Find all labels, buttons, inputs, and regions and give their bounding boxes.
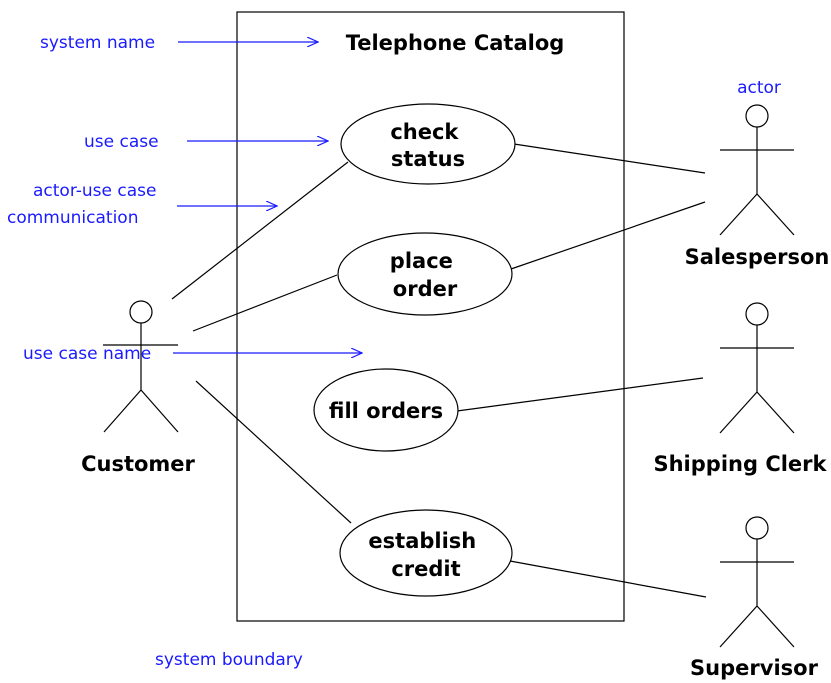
line-salesperson-place-order [510, 201, 706, 270]
actor-head [745, 516, 769, 540]
use-case-ellipse [337, 232, 513, 316]
actor-head [745, 104, 769, 128]
use-case-label: check status [390, 120, 465, 171]
system-boundary-box [236, 11, 625, 622]
actor-leg-left [719, 605, 758, 648]
label-line: fill orders [329, 399, 443, 423]
actor-leg-left [719, 193, 758, 236]
actor-name: Shipping Clerk [653, 452, 827, 476]
use-case-label: place order [390, 249, 460, 301]
line-salesperson-check-status [513, 143, 706, 174]
annotation-use-case: use case [84, 132, 159, 152]
actor-salesperson: Salesperson [685, 104, 830, 269]
communication-lines [171, 143, 707, 598]
actor-name: Salesperson [685, 245, 830, 269]
use-case-check-status: check status [340, 103, 516, 185]
label-line: establish [368, 529, 476, 553]
label-line: credit [391, 557, 460, 581]
label-line: status [391, 147, 465, 171]
actor-shipping-clerk: Shipping Clerk [653, 302, 828, 476]
line-customer-check-status [171, 161, 349, 300]
actor-leg-right [756, 391, 795, 434]
label-line: order [393, 277, 458, 301]
use-case-fill-orders: fill orders [313, 368, 459, 452]
use-case-ellipse [313, 368, 459, 452]
actor-name: Supervisor [690, 656, 819, 680]
use-case-establish-credit: establish credit [339, 509, 513, 597]
annotation-system-name: system name [40, 33, 155, 53]
line-customer-place-order [192, 274, 338, 332]
annotation-line: actor-use case [33, 181, 156, 201]
use-case-label: establish credit [368, 529, 483, 581]
annotation-actor: actor [737, 78, 781, 98]
actor-name: Customer [81, 452, 195, 476]
system-name-title: Telephone Catalog [346, 31, 565, 55]
use-case-ellipse [340, 103, 516, 185]
label-line: place [390, 249, 453, 273]
use-case-ellipse [339, 509, 513, 597]
annotation-use-case-name: use case name [23, 344, 151, 364]
annotation-system-boundary: system boundary [155, 650, 303, 670]
actor-leg-right [140, 389, 179, 433]
annotation-communication: actor-use case communication [7, 181, 162, 228]
annotations: system name use case actor-use case comm… [7, 33, 781, 670]
actor-head [129, 300, 153, 324]
annotation-line: communication [7, 208, 138, 228]
actor-leg-right [756, 605, 795, 648]
actor-customer: Customer [81, 300, 196, 476]
line-shipping-clerk-fill-orders [456, 377, 704, 412]
actor-head [745, 302, 769, 326]
actor-supervisor: Supervisor [690, 516, 819, 680]
use-case-place-order: place order [337, 232, 513, 316]
line-supervisor-establish-credit [509, 560, 707, 598]
actor-leg-left [103, 389, 142, 433]
actor-leg-left [719, 391, 758, 434]
label-line: check [390, 120, 459, 144]
actor-leg-right [756, 193, 795, 236]
use-case-label: fill orders [329, 399, 443, 423]
line-customer-establish-credit [195, 380, 352, 524]
